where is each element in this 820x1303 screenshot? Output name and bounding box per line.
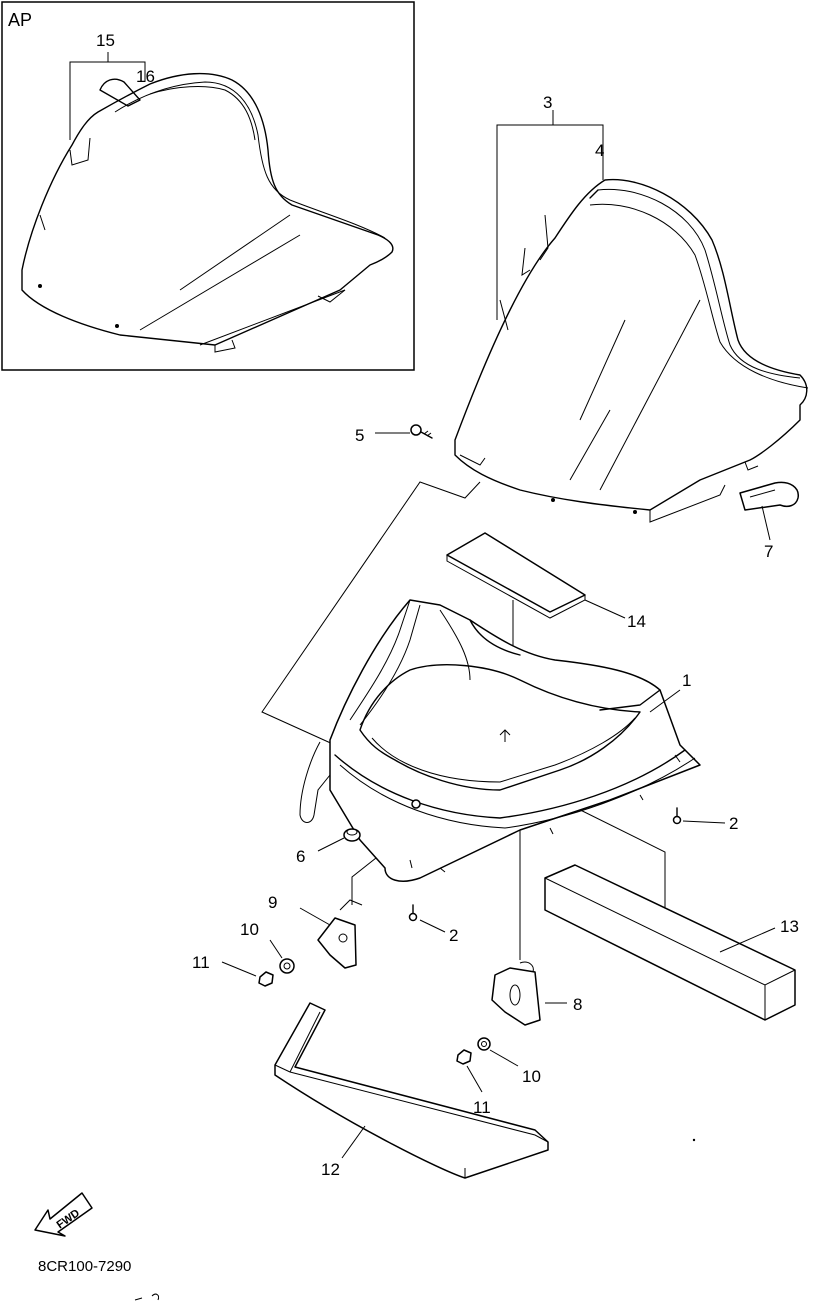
- callout-2-right: 2: [729, 814, 738, 833]
- inset-label: AP: [8, 10, 32, 30]
- foam-block-13: 13: [544, 864, 799, 1021]
- screw-2-lower: 2: [408, 904, 458, 945]
- bracket-9: 9: [268, 893, 363, 969]
- callout-3: 3: [543, 93, 552, 112]
- callout-7: 7: [764, 542, 773, 561]
- screw-2-right: 2: [672, 807, 738, 833]
- bracket-8: 8: [491, 961, 582, 1026]
- foam-strip-12: 12: [274, 1002, 549, 1179]
- grommet-6: 6: [296, 828, 361, 866]
- callout-14: 14: [627, 612, 646, 631]
- callout-9: 9: [268, 893, 277, 912]
- callout-2-lower: 2: [449, 926, 458, 945]
- screw-5: 5: [355, 424, 433, 445]
- callout-11-right: 11: [473, 1098, 491, 1117]
- callout-16: 16: [136, 67, 155, 86]
- nut-11-right: 11: [456, 1049, 491, 1117]
- callout-5: 5: [355, 426, 364, 445]
- callout-1: 1: [682, 671, 691, 690]
- pad-14: 14: [446, 532, 646, 631]
- windshield-ap: [21, 72, 394, 353]
- fwd-arrow-icon: FWD: [34, 1192, 93, 1237]
- callout-12: 12: [321, 1160, 340, 1179]
- callout-15: 15: [96, 31, 115, 50]
- callout-10-right: 10: [522, 1067, 541, 1086]
- nut-11-left: 11: [192, 953, 274, 987]
- washer-10-right: 10: [477, 1037, 541, 1086]
- clip-7: 7: [739, 481, 799, 561]
- washer-10-left: 10: [240, 920, 295, 974]
- windshield-main: [454, 178, 809, 523]
- callout-13: 13: [780, 917, 799, 936]
- callout-8: 8: [573, 995, 582, 1014]
- callout-4: 4: [595, 141, 604, 160]
- diagram-code: 8CR100-7290: [38, 1258, 131, 1275]
- cowling-1: 1: [299, 599, 701, 882]
- callout-10-left: 10: [240, 920, 259, 939]
- callout-11-left: 11: [192, 953, 210, 972]
- callout-6: 6: [296, 847, 305, 866]
- inset-panel-ap: AP 15 16: [1, 1, 415, 371]
